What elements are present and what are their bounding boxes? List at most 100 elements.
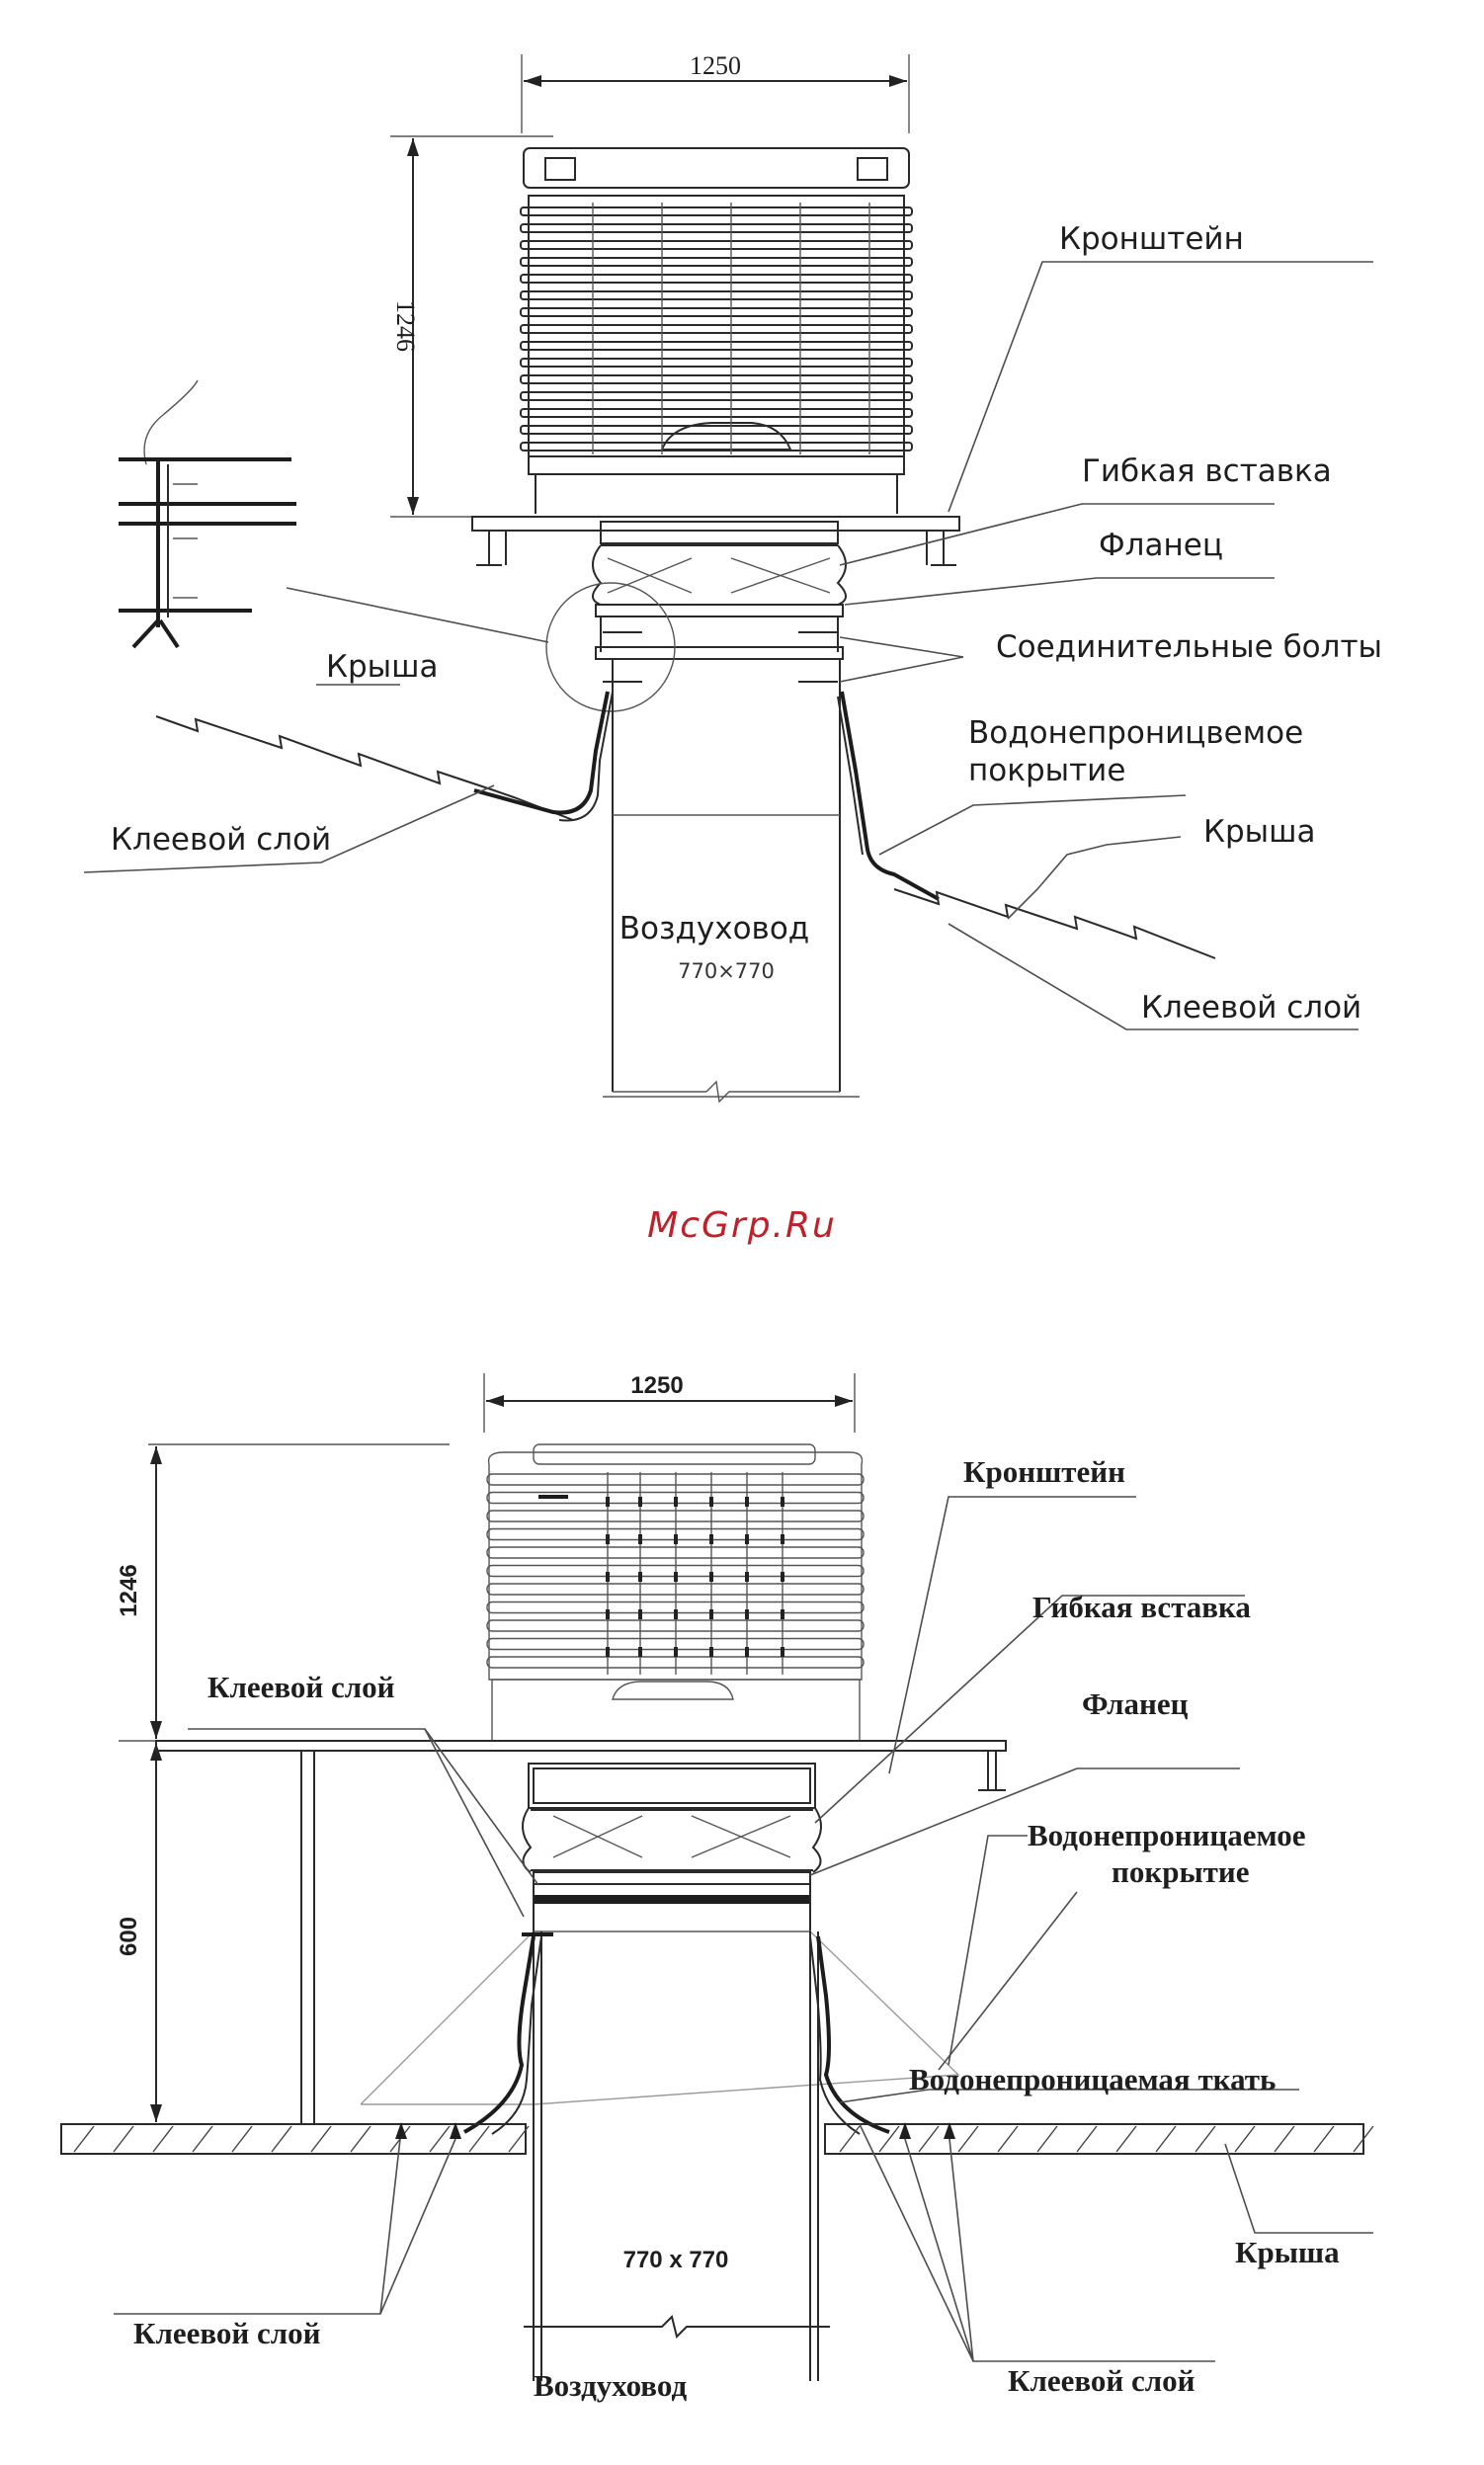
bottom-slat-mark [781, 1647, 784, 1657]
bottom-slat-mark [674, 1534, 678, 1544]
bottom-slat-mark [781, 1497, 784, 1507]
top-duct-size: 770×770 [678, 959, 775, 983]
top-height-label: 1246 [391, 300, 420, 352]
roof-hatch-line [1234, 2125, 1256, 2153]
bottom-slat-mark [638, 1497, 642, 1507]
roof-hatch-line [1115, 2125, 1137, 2153]
top-roof-left-label: Крыша [326, 649, 439, 685]
top-duct-label: Воздуховод [619, 911, 809, 946]
bottom-slat-mark [638, 1572, 642, 1582]
bottom-slat-mark [709, 1534, 713, 1544]
roof-hatch-line [839, 2125, 861, 2153]
top-roof-left [155, 691, 614, 822]
top-leader-lines [83, 261, 1373, 1030]
roof-hatch-line [113, 2125, 134, 2153]
top-width-label: 1250 [690, 51, 741, 80]
roof-hatch-line [429, 2125, 451, 2153]
bottom-glue-marks [395, 1932, 955, 2139]
top-detail-circle [545, 582, 676, 712]
bottom-slat-mark [709, 1572, 713, 1582]
roof-hatch-line [918, 2125, 940, 2153]
bottom-waterproof-label-2: покрытие [1112, 1854, 1250, 1889]
top-duct: Воздуховод 770×770 [603, 659, 860, 1104]
top-flange [595, 604, 844, 683]
bottom-slat-mark [745, 1647, 749, 1657]
bottom-cooler-unit [487, 1443, 864, 1742]
bottom-leader-lines [114, 1496, 1373, 2362]
roof-hatch-line [508, 2125, 530, 2153]
bottom-slat-mark [745, 1497, 749, 1507]
roof-hatch-line [1195, 2125, 1216, 2153]
bottom-slat-mark [781, 1609, 784, 1619]
top-slat [520, 307, 913, 317]
bottom-slat-mark [745, 1609, 749, 1619]
top-slat [520, 257, 913, 267]
top-slat [520, 358, 913, 368]
bottom-waterproof-outline [360, 1931, 960, 2105]
bottom-flex-insert-label: Гибкая вставка [1032, 1590, 1251, 1624]
bottom-slat-mark [606, 1609, 610, 1619]
roof-hatch-line [1274, 2125, 1295, 2153]
roof-hatch-line [1076, 2125, 1098, 2153]
bottom-slat-mark [745, 1534, 749, 1544]
top-slat [520, 442, 913, 452]
roof-hatch-line [271, 2125, 292, 2153]
bottom-fabric [463, 1935, 890, 2135]
top-flex-insert-label: Гибкая вставка [1082, 453, 1332, 489]
roof-hatch-line [350, 2125, 371, 2153]
roof-hatch-line [878, 2125, 900, 2153]
bottom-slat-mark [781, 1534, 784, 1544]
bottom-flange [533, 1871, 811, 1932]
top-waterproof-label-2: покрытие [968, 753, 1125, 788]
roof-hatch-line [1155, 2125, 1177, 2153]
bottom-roof-hatching [73, 2125, 1374, 2153]
top-slat [520, 240, 913, 250]
top-slat [520, 408, 913, 418]
bottom-waterproof-label-1: Водонепроницаемое [1028, 1818, 1306, 1852]
bottom-slat-mark [745, 1572, 749, 1582]
bottom-roof-label: Крыша [1235, 2235, 1340, 2269]
bottom-flex-insert [522, 1763, 822, 1873]
top-roof-right [837, 691, 1216, 959]
top-bracket [471, 516, 960, 566]
bottom-height-upper-label: 1246 [116, 1564, 142, 1616]
bottom-slat-mark [709, 1647, 713, 1657]
bottom-slat-mark [606, 1647, 610, 1657]
top-height-dimension: 1246 [390, 135, 553, 518]
bottom-flange-label: Фланец [1082, 1686, 1189, 1721]
top-slat [520, 425, 913, 435]
top-cooler-slats [520, 203, 913, 454]
top-bolts-label: Соединительные болты [996, 629, 1382, 665]
bottom-glue-top-label: Клеевой слой [207, 1670, 395, 1704]
top-flex-insert [592, 521, 847, 606]
bottom-fabric-label: Водонепроницаемая ткать [909, 2062, 1276, 2096]
bottom-slat-mark [674, 1497, 678, 1507]
top-bracket-label: Кронштейн [1059, 221, 1244, 257]
bottom-height-dimension: 1246 600 [116, 1443, 998, 2125]
roof-hatch-line [310, 2125, 332, 2153]
bottom-glue-right-label: Клеевой слой [1008, 2363, 1195, 2398]
bottom-duct-size: 770 x 770 [623, 2247, 729, 2273]
bottom-slat-mark [638, 1647, 642, 1657]
roof-hatch-line [1353, 2125, 1374, 2153]
bottom-width-dimension: 1250 [483, 1372, 856, 1433]
bottom-slat-mark [709, 1609, 713, 1619]
top-slat [520, 290, 913, 300]
roof-hatch-line [73, 2125, 95, 2153]
top-diagram: 1250 1246 [83, 51, 1382, 1104]
bottom-slat-mark [674, 1647, 678, 1657]
watermark: McGrp.Ru [647, 1205, 837, 1246]
bottom-bracket [155, 1740, 1007, 2124]
top-slat [520, 374, 913, 384]
bottom-slat-mark [606, 1534, 610, 1544]
bottom-slat-mark [674, 1572, 678, 1582]
bottom-cooler-slats [486, 1472, 865, 1675]
top-waterproof-label-1: Водонепроницвемое [968, 715, 1303, 751]
top-glue-left-label: Клеевой слой [111, 822, 331, 858]
top-slat [520, 324, 913, 334]
roof-hatch-line [192, 2125, 213, 2153]
roof-hatch-line [1313, 2125, 1335, 2153]
top-glue-right-label: Клеевой слой [1141, 990, 1361, 1026]
bottom-slat-mark [674, 1609, 678, 1619]
